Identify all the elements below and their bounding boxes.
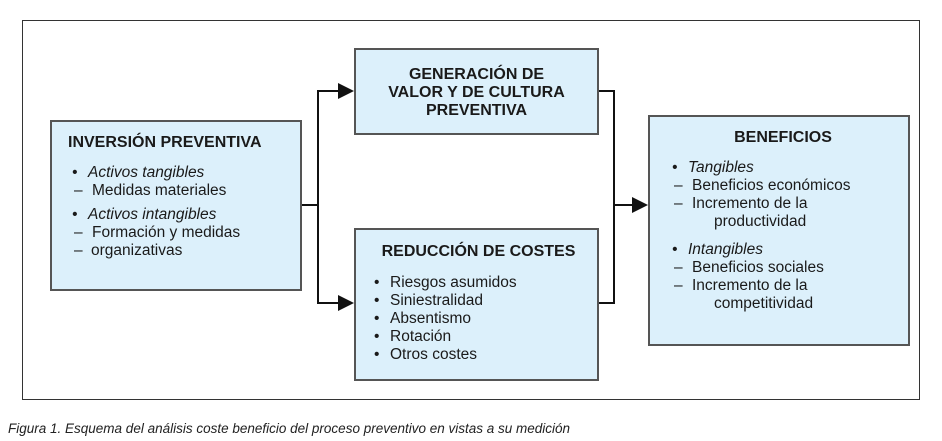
group-label: Activos intangibles (68, 206, 290, 224)
box-generacion-valor: GENERACIÓN DE VALOR Y DE CULTURA PREVENT… (354, 48, 599, 135)
list-item-cont: organizativas (68, 242, 290, 260)
list-item: Incremento de la (668, 195, 898, 213)
group-label: Activos tangibles (68, 164, 290, 182)
connector-line (598, 90, 615, 304)
title-line: GENERACIÓN DE (408, 66, 545, 83)
group-label: Tangibles (668, 159, 898, 177)
list-item: Incremento de la (668, 277, 898, 295)
box-title: BENEFICIOS (734, 129, 832, 146)
list-item-text: organizativas (91, 242, 183, 259)
box-reduccion-costes: REDUCCIÓN DE COSTES Riesgos asumidos Sin… (354, 228, 599, 381)
diagram-frame (22, 20, 920, 400)
list-item: Beneficios económicos (668, 177, 898, 195)
list-item: Formación y medidas (68, 224, 290, 242)
figure-caption: Figura 1. Esquema del análisis coste ben… (8, 421, 571, 436)
box-title: REDUCCIÓN DE COSTES (381, 243, 576, 260)
arrow-icon (632, 197, 648, 213)
list-item: Beneficios sociales (668, 259, 898, 277)
list-item-cont: competitividad (714, 295, 814, 312)
title-line: PREVENTIVA (425, 102, 528, 119)
list-item: Riesgos asumidos (370, 274, 587, 292)
connector-line (317, 90, 340, 304)
list-item: Rotación (370, 328, 587, 346)
group-label: Intangibles (668, 241, 898, 259)
list-item: Medidas materiales (68, 182, 290, 200)
list-item: Otros costes (370, 346, 587, 364)
title-line: VALOR Y DE CULTURA (388, 84, 565, 101)
list-item: Absentismo (370, 310, 587, 328)
arrow-icon (338, 83, 354, 99)
list-item-cont: productividad (714, 213, 807, 230)
box-inversion-preventiva: INVERSIÓN PREVENTIVA Activos tangibles M… (50, 120, 302, 291)
list-item: Siniestralidad (370, 292, 587, 310)
box-title: INVERSIÓN PREVENTIVA (68, 134, 262, 151)
box-beneficios: BENEFICIOS Tangibles Beneficios económic… (648, 115, 910, 346)
arrow-icon (338, 295, 354, 311)
